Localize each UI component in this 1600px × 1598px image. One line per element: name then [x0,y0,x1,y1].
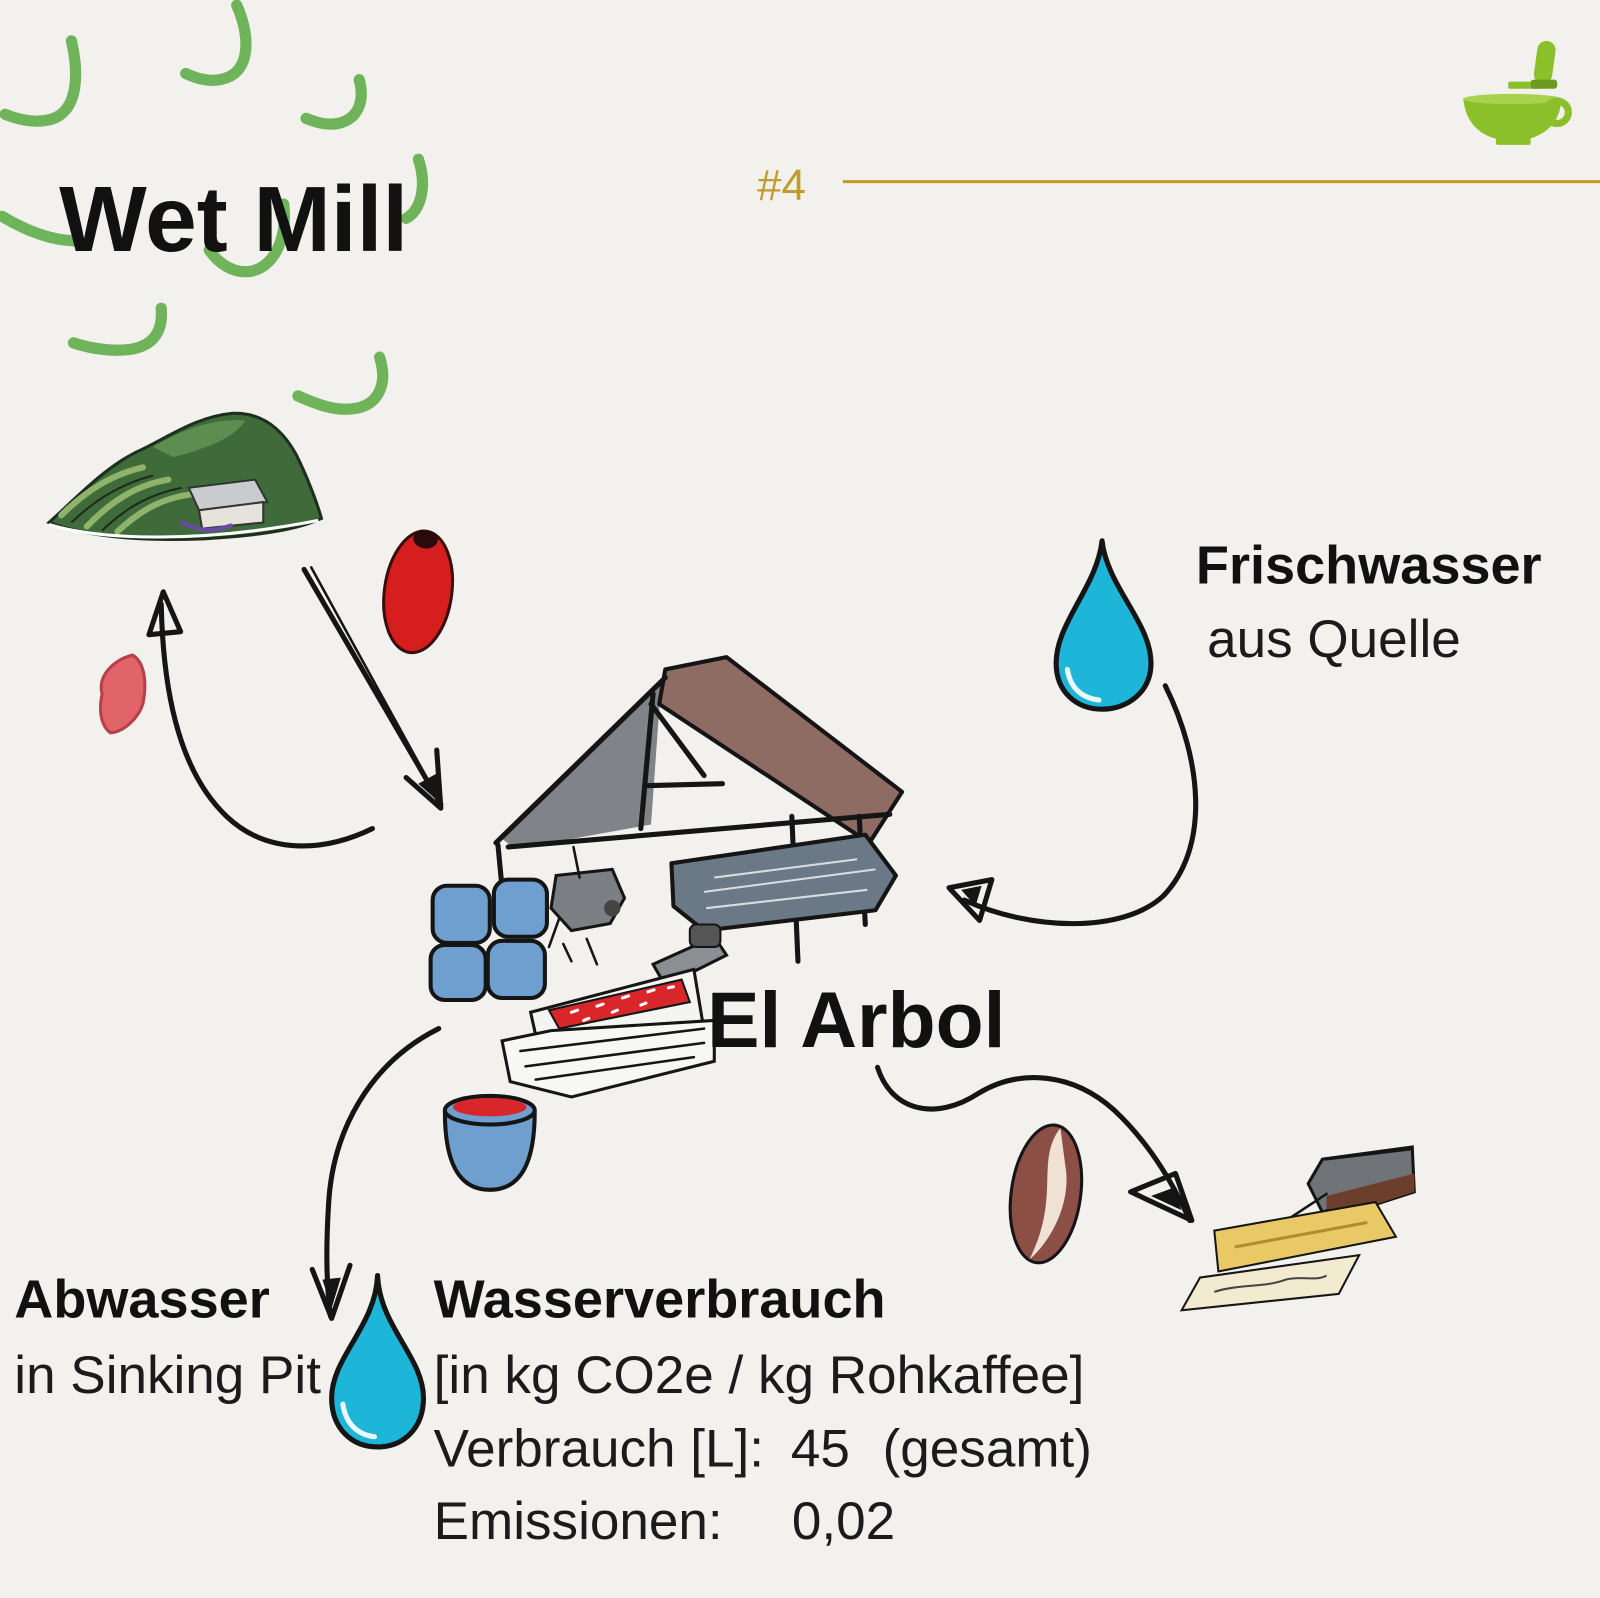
coffee-pulp-icon [99,653,147,735]
cherry-stem-end [413,530,438,549]
bucket [442,1110,537,1192]
coffee-cherry-icon [382,529,455,655]
bowl-foot [1495,136,1531,145]
terrace [83,476,172,530]
bed-scribble [1234,1220,1368,1249]
outflow-subtitle: in Sinking Pit [14,1346,321,1405]
pulper-hub [604,900,621,917]
arrowhead [403,747,444,811]
mortar-pestle-icon [1463,40,1572,145]
sieve-slats [519,1027,706,1081]
leaf-stroke [400,153,429,224]
barrel [485,938,547,1001]
tank [669,832,898,933]
drop-fresh [1053,538,1154,712]
consumption-label: Verbrauch [L]: [434,1419,764,1478]
hut-wall [197,500,265,530]
hill-highlight [153,420,245,458]
barrel [430,883,492,945]
trough-cherries [547,978,692,1030]
hammock [179,520,233,532]
leaf-stroke [0,210,80,247]
hut-roof [187,478,269,512]
arrow-pulp-to-farm [146,589,375,849]
arrow-mill-to-drying [875,1064,1195,1223]
bowl-rim [1463,93,1562,105]
hill-edge [48,518,319,539]
water-drop-icon [329,1272,427,1450]
arrowhead-fill [418,773,439,803]
terrace-line [70,474,182,532]
coffee-bean-icon [1008,1123,1084,1265]
pulper-blades [547,845,599,966]
arrowhead-fill [322,1277,341,1309]
leaf-stroke [67,302,168,356]
arrowhead [309,1262,353,1321]
mill-name: El Arbol [707,976,1005,1064]
arrow-cherries-to-mill [301,566,444,811]
barrel [428,942,488,1003]
bowl [1463,97,1562,141]
arrowhead-fill [961,885,982,907]
roof-frame [493,675,893,850]
water-usage-unit: [in kg CO2e / kg Rohkaffee] [434,1346,1085,1405]
arrowhead [946,877,995,923]
emissions-value: 0,02 [792,1492,895,1551]
bean-body [1008,1123,1084,1265]
bed-scribble [1213,1274,1328,1293]
step-number: #4 [757,161,806,210]
leaf-stroke [292,351,389,415]
barrel [491,877,549,939]
pestle [1533,40,1556,84]
pestle-ring [1530,79,1558,89]
arrowhead [146,589,184,638]
chute-mouth [688,923,722,948]
leaf-stroke [180,0,252,86]
cherry-speckles [569,985,675,1022]
arrowhead-fill [1151,1187,1182,1211]
bean-crease [1029,1127,1067,1260]
water-usage-panel: Wasserverbrauch [in kg CO2e / kg Rohkaff… [434,1269,1092,1550]
inflow-title: Frischwasser [1196,536,1542,596]
emissions-label: Emissionen: [434,1492,723,1551]
arrowhead [1128,1170,1195,1223]
pulper [549,867,627,933]
terrace [114,490,197,535]
drop-waste [329,1272,427,1450]
drying-bed-icon [1179,1145,1416,1312]
leaf-stroke [300,73,367,130]
tank-lines [703,858,876,910]
leaf-squiggles [0,0,429,415]
leaf-stroke [203,198,290,278]
roof [657,655,905,845]
page-title: Wet Mill [59,167,408,271]
water-drop-icon [1053,538,1154,712]
consumption-value: 45 [791,1419,850,1478]
water-usage-title: Wasserverbrauch [434,1269,886,1329]
hill-farm-icon [46,411,324,541]
terrace [58,464,146,519]
leaf-stroke [0,35,82,127]
wet-mill-building-icon [428,655,905,1192]
drying-bed [1213,1200,1398,1273]
arrow-water-to-mill [946,683,1199,927]
bucket-contents [453,1097,527,1117]
consumption-scope: (gesamt) [883,1419,1092,1478]
inflow-subtitle: aus Quelle [1207,610,1461,669]
bowl-handle [1542,97,1572,128]
outflow-title: Abwasser [14,1269,269,1329]
arrow-mill-to-wastewater [309,1026,442,1321]
